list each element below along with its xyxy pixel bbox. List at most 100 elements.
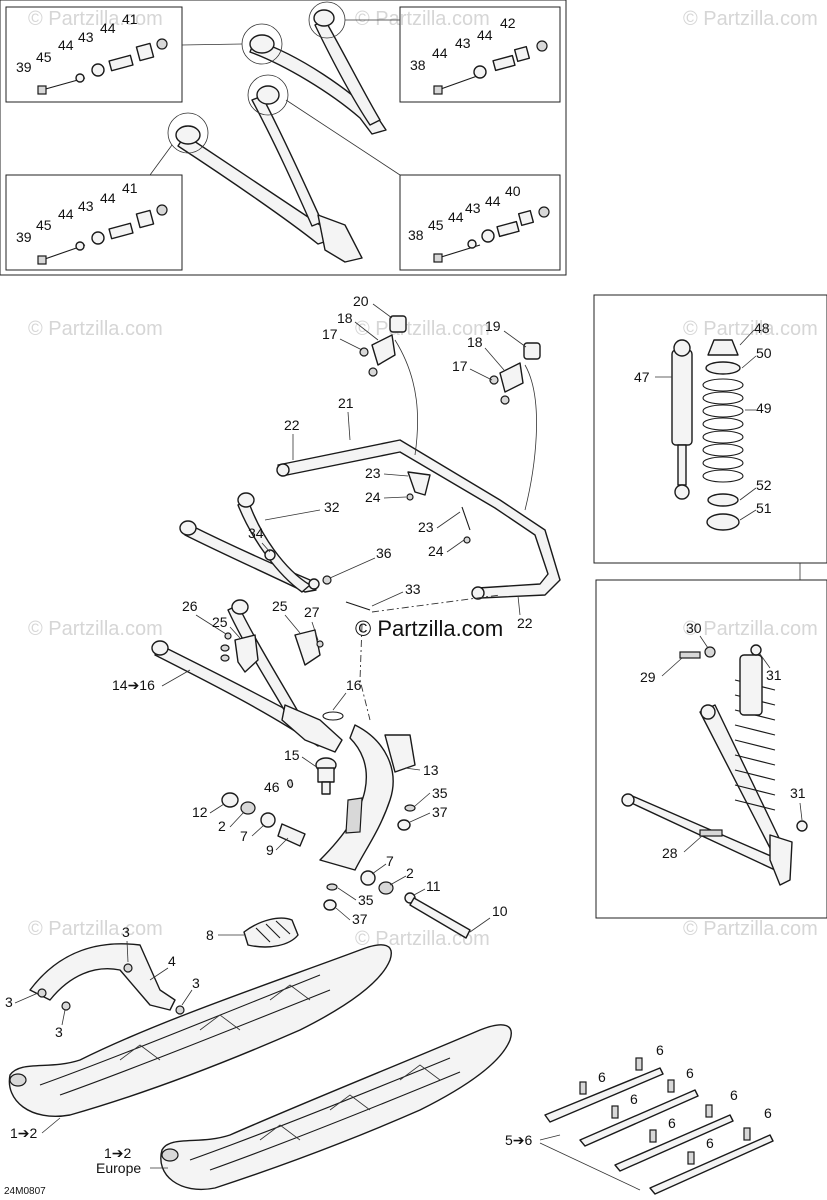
callout-30: 30 [686,620,702,636]
callout-37: 37 [352,911,368,927]
ski-left [8,944,392,1117]
top-a-arm-frame: 41 44 44 43 45 39 42 44 44 43 38 [0,0,567,276]
callout-45: 45 [36,49,52,65]
ski-wear-pad: 8 [206,917,299,948]
callout-26: 26 [182,598,198,614]
callout-23: 23 [365,465,381,481]
diagram-code: 24M0807 [4,1186,46,1197]
hardware-stack-2: 42 44 44 43 38 [410,15,548,95]
callout-39: 39 [16,229,32,245]
callout-20: 20 [353,293,369,309]
callout-45: 45 [36,217,52,233]
callout-3: 3 [192,975,200,991]
callout-35: 35 [358,892,374,908]
callout-44: 44 [432,45,448,61]
watermark: © Partzilla.com [355,8,490,30]
callout-28: 28 [662,845,678,861]
watermark: © Partzilla.com [683,918,818,940]
callout-49: 49 [756,400,772,416]
callout-43: 43 [455,35,471,51]
callout-50: 50 [756,345,772,361]
callout-31: 31 [790,785,806,801]
hardware-stack-3: 41 44 44 43 45 39 [16,180,168,265]
callout-24: 24 [428,543,444,559]
ski-handle: 3 4 3 3 3 [5,924,200,1040]
callout-38: 38 [408,227,424,243]
hardware-stack-4: 40 44 44 43 45 38 [408,183,550,263]
watermark: © Partzilla.com [683,618,818,640]
callout-10: 10 [492,903,508,919]
ski-right [160,1024,512,1191]
watermark: © Partzilla.com [28,8,163,30]
watermarks: © Partzilla.com © Partzilla.com © Partzi… [28,8,818,950]
carbide-runners: 6 6 6 6 6 6 6 6 5➔6 [505,1042,774,1195]
callout-9: 9 [266,842,274,858]
callout-23: 23 [418,519,434,535]
upper-a-arm: 32 34 36 33 [179,492,501,721]
callout-3: 3 [55,1024,63,1040]
watermark: © Partzilla.com [683,8,818,30]
callout-6: 6 [656,1042,664,1058]
callout-17: 17 [452,358,468,374]
callout-4: 4 [168,953,176,969]
callout-40: 40 [505,183,521,199]
callout-44: 44 [485,193,501,209]
callout-2: 2 [406,865,414,881]
callout-44: 44 [58,37,74,53]
callout-44: 44 [100,20,116,36]
callout-43: 43 [465,200,481,216]
callout-36: 36 [376,545,392,561]
callout-13: 13 [423,762,439,778]
callout-41: 41 [122,180,138,196]
callout-34: 34 [248,525,264,541]
callout-35: 35 [432,785,448,801]
callout-42: 42 [500,15,516,31]
callout-3: 3 [5,994,13,1010]
callout-18: 18 [337,310,353,326]
callout-45: 45 [428,217,444,233]
watermark: © Partzilla.com [355,318,490,340]
callout-2: 2 [218,818,226,834]
callout-33: 33 [405,581,421,597]
callout-6: 6 [598,1069,606,1085]
callout-3: 3 [122,924,130,940]
callout-6: 6 [668,1115,676,1131]
spindle: 13 35 37 35 37 [319,724,448,927]
watermark: © Partzilla.com [28,918,163,940]
callout-15: 15 [284,747,300,763]
callout-7: 7 [240,828,248,844]
callout-52: 52 [756,477,772,493]
callout-51: 51 [756,500,772,516]
callout-39: 39 [16,59,32,75]
sway-bar-assembly: 20 18 17 19 18 17 21 22 22 23 24 23 24 [276,293,561,631]
partzilla-logo: © Partzilla.com [355,616,503,641]
callout-32: 32 [324,499,340,515]
callout-7: 7 [386,853,394,869]
watermark: © Partzilla.com [355,928,490,950]
hardware-stack-1: 41 44 44 43 45 39 [16,11,168,95]
callout-25: 25 [212,614,228,630]
callout-31: 31 [766,667,782,683]
callout-48: 48 [754,320,770,336]
watermark: © Partzilla.com [683,318,818,340]
callout-5-6: 5➔6 [505,1132,533,1148]
callout-1-2: 1➔2 [104,1145,132,1161]
callout-44: 44 [100,190,116,206]
europe-note: Europe [96,1160,141,1176]
callout-44: 44 [448,209,464,225]
ball-joint: 15 [284,747,337,795]
shock-absorber-box: 47 48 50 49 52 51 [593,294,827,580]
spindle-hardware: 46 12 2 7 9 7 2 11 10 [192,779,508,939]
callout-11: 11 [426,878,441,894]
callout-29: 29 [640,669,656,685]
callout-19: 19 [485,318,501,334]
callout-47: 47 [634,369,650,385]
callout-6: 6 [730,1087,738,1103]
callout-22: 22 [284,417,300,433]
callout-6: 6 [764,1105,772,1121]
callout-21: 21 [338,395,354,411]
callout-46: 46 [264,779,280,795]
lower-a-arm: 26 25 25 27 14➔16 16 [112,598,362,753]
callout-1-2: 1➔2 [10,1125,38,1141]
callout-25: 25 [272,598,288,614]
